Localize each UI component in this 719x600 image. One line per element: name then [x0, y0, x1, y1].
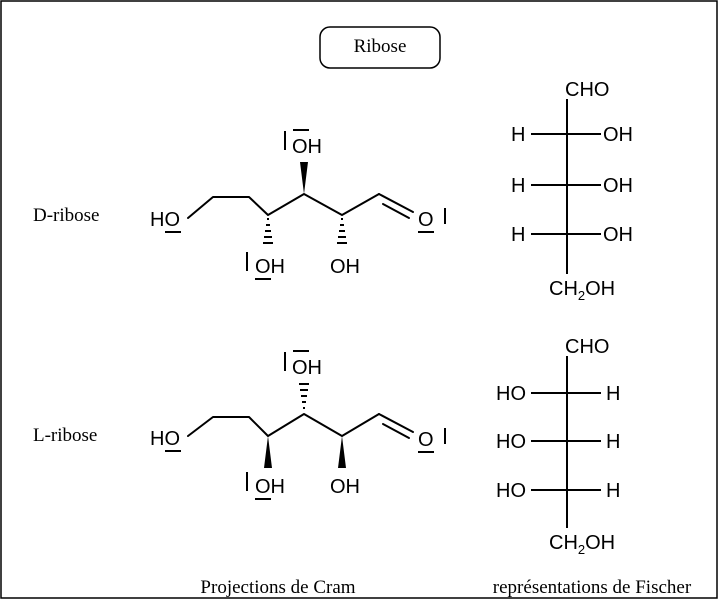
- cram-d-oh-bottom-right: OH: [330, 256, 360, 278]
- fischer-d-ch2oh: CH2OH: [549, 278, 615, 303]
- page-title: Ribose: [354, 36, 407, 57]
- title-box-frame: [319, 26, 441, 69]
- fischer-d-h-1: H: [511, 124, 525, 146]
- cram-l-carbonyl-bond-2: [382, 423, 410, 439]
- fischer-l-h-1: H: [606, 383, 620, 405]
- cram-d-wedge-top: [300, 162, 308, 194]
- caption-fischer: représentations de Fischer: [493, 577, 692, 598]
- cram-d-backbone: [187, 193, 380, 219]
- fischer-d-oh-1: OH: [603, 124, 633, 146]
- cram-l-aldehyde-o: O: [418, 429, 434, 451]
- fischer-l-ch2oh: CH2OH: [549, 532, 615, 557]
- fischer-d-oh-2: OH: [603, 175, 633, 197]
- cram-d-hash-left: [263, 218, 273, 244]
- cram-l-ribose: HO O OH OH OH: [150, 350, 446, 500]
- title-box: Ribose: [319, 26, 441, 69]
- cram-l-oh-top: OH: [292, 357, 322, 379]
- cram-l-wedge-right: [338, 436, 346, 468]
- cram-d-oh-bottom-left: OH: [255, 256, 285, 278]
- cram-d-aldehyde-o: O: [418, 209, 434, 231]
- fischer-l-ribose: CHO HO HO HO H H H CH2OH: [496, 336, 620, 557]
- cram-l-backbone: [187, 413, 380, 437]
- fischer-l-h-3: H: [606, 480, 620, 502]
- cram-d-ribose: HO O OH OH OH: [150, 129, 446, 280]
- row-label-l-ribose: L-ribose: [33, 425, 97, 446]
- fischer-d-ribose: CHO H H H OH OH OH CH2OH: [511, 79, 633, 303]
- cram-l-carbonyl-bond-1: [378, 413, 414, 433]
- fischer-d-h-2: H: [511, 175, 525, 197]
- cram-l-wedge-left: [264, 436, 272, 468]
- row-label-d-ribose: D-ribose: [33, 205, 99, 226]
- fischer-l-h-2: H: [606, 431, 620, 453]
- cram-d-ho-left: HO: [150, 209, 180, 231]
- fischer-l-ho-1: HO: [496, 383, 526, 405]
- cram-l-oh-bottom-left: OH: [255, 476, 285, 498]
- cram-d-hash-right: [337, 218, 347, 244]
- fischer-l-ho-2: HO: [496, 431, 526, 453]
- cram-l-hash-top: [299, 383, 309, 409]
- cram-d-carbonyl-bond-1: [378, 193, 414, 213]
- cram-l-ho-left: HO: [150, 428, 180, 450]
- fischer-d-h-3: H: [511, 224, 525, 246]
- cram-l-oh-bottom-right: OH: [330, 476, 360, 498]
- fischer-d-cho: CHO: [565, 79, 609, 101]
- fischer-d-oh-3: OH: [603, 224, 633, 246]
- cram-d-carbonyl-bond-2: [382, 203, 410, 219]
- fischer-l-cho: CHO: [565, 336, 609, 358]
- cram-d-oh-top: OH: [292, 136, 322, 158]
- fischer-l-ho-3: HO: [496, 480, 526, 502]
- caption-cram: Projections de Cram: [200, 577, 355, 598]
